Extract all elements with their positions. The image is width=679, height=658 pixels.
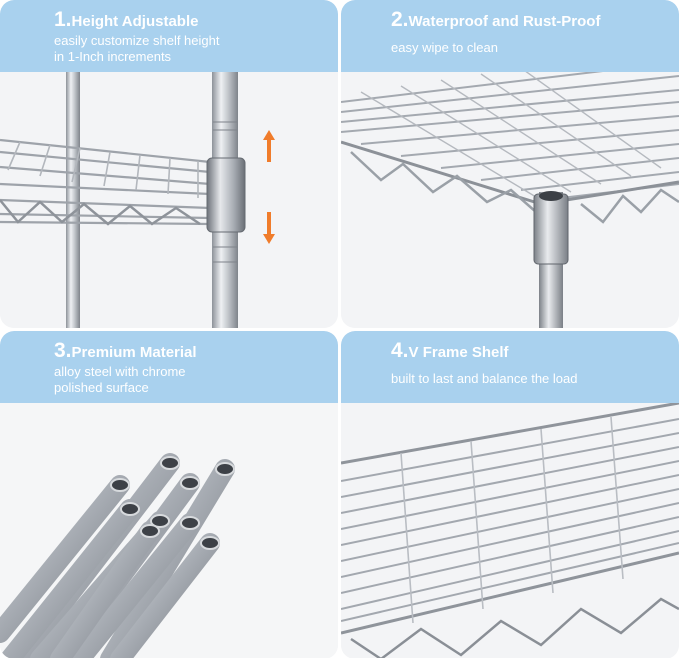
feature-panel-height-adjustable: 1.Height Adjustable easily customize she… <box>0 0 338 328</box>
panel-subtitle: easily customize shelf height in 1-Inch … <box>54 33 220 64</box>
feature-panel-v-frame: 4.V Frame Shelf built to last and balanc… <box>341 331 679 658</box>
shelf-corner-closeup-image <box>341 72 679 328</box>
steel-tubes-image <box>0 403 338 658</box>
feature-panel-waterproof: 2.Waterproof and Rust-Proof easy wipe to… <box>341 0 679 328</box>
panel-title: 4.V Frame Shelf <box>391 339 509 362</box>
feature-panel-premium-material: 3.Premium Material alloy steel with chro… <box>0 331 338 658</box>
panel-title: 3.Premium Material <box>54 339 197 362</box>
panel-title: 1.Height Adjustable <box>54 8 199 31</box>
panel-subtitle: easy wipe to clean <box>391 40 498 55</box>
panel-header: 4.V Frame Shelf built to last and balanc… <box>341 331 679 403</box>
panel-title: 2.Waterproof and Rust-Proof <box>391 8 601 31</box>
panel-subtitle: built to last and balance the load <box>391 371 578 386</box>
panel-header: 3.Premium Material alloy steel with chro… <box>0 331 338 403</box>
wire-shelf-top-image <box>341 403 679 658</box>
arrow-up-icon <box>263 130 275 162</box>
arrow-down-icon <box>263 212 275 244</box>
panel-header: 2.Waterproof and Rust-Proof easy wipe to… <box>341 0 679 72</box>
shelf-pole-adjust-image <box>0 72 338 328</box>
panel-header: 1.Height Adjustable easily customize she… <box>0 0 338 72</box>
panel-subtitle: alloy steel with chrome polished surface <box>54 364 186 395</box>
